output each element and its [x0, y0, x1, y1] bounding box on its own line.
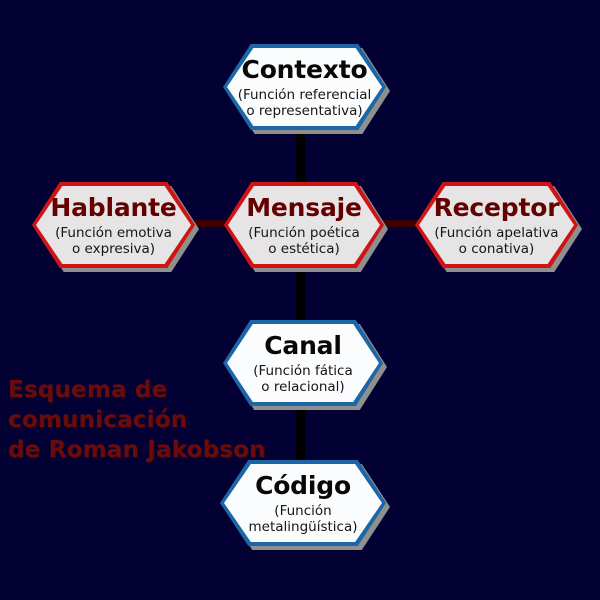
connector-mensaje-canal — [296, 258, 305, 328]
node-content: Hablante (Función emotiva o expresiva) — [32, 193, 195, 257]
node-title: Código — [255, 471, 351, 500]
diagram-caption: Esquema de comunicación de Roman Jakobso… — [8, 377, 266, 463]
node-subtitle: (Función metalingüística) — [248, 503, 358, 535]
node-subtitle: (Función poética o estética) — [248, 225, 360, 257]
connector-hablante-mensaje — [178, 220, 240, 227]
node-title: Receptor — [433, 193, 560, 222]
node-title: Mensaje — [246, 193, 362, 222]
node-codigo[interactable]: Código (Función metalingüística) — [220, 460, 386, 546]
node-mensaje[interactable]: Mensaje (Función poética o estética) — [224, 182, 384, 268]
node-content: Canal (Función fática o relacional) — [223, 331, 383, 395]
node-canal[interactable]: Canal (Función fática o relacional) — [223, 320, 383, 406]
node-content: Código (Función metalingüística) — [220, 471, 386, 535]
node-fill — [419, 186, 574, 264]
node-fill — [228, 186, 380, 264]
node-subtitle: (Función referencial o representativa) — [237, 87, 372, 119]
node-title: Canal — [264, 331, 342, 360]
node-fill — [227, 324, 379, 402]
node-content: Mensaje (Función poética o estética) — [224, 193, 384, 257]
node-content: Contexto (Función referencial o represen… — [223, 55, 386, 119]
node-title: Hablante — [50, 193, 177, 222]
node-title: Contexto — [241, 55, 368, 84]
node-fill — [224, 464, 382, 542]
node-hablante[interactable]: Hablante (Función emotiva o expresiva) — [32, 182, 195, 268]
connector-mensaje-receptor — [362, 220, 424, 227]
node-subtitle: (Función emotiva o expresiva) — [55, 225, 172, 257]
node-contexto[interactable]: Contexto (Función referencial o represen… — [223, 44, 386, 130]
node-subtitle: (Función fática o relacional) — [253, 363, 353, 395]
node-receptor[interactable]: Receptor (Función apelativa o conativa) — [415, 182, 578, 268]
connector-canal-codigo — [296, 400, 305, 468]
connector-contexto-mensaje — [296, 124, 305, 190]
node-fill — [36, 186, 191, 264]
node-subtitle: (Función apelativa o conativa) — [434, 225, 559, 257]
node-fill — [227, 48, 382, 126]
node-content: Receptor (Función apelativa o conativa) — [415, 193, 578, 257]
